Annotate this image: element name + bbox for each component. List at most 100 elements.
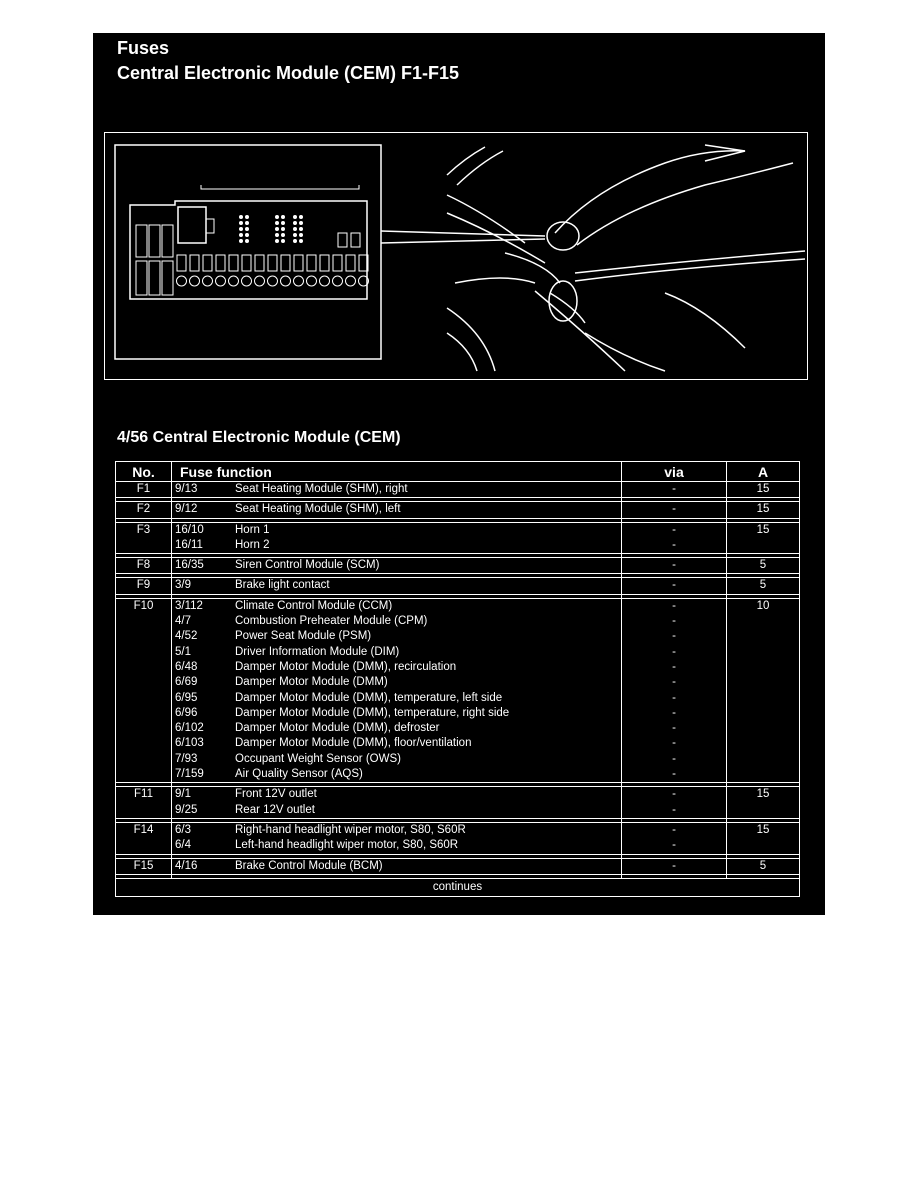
component-code: 6/4 [175, 839, 191, 852]
fuse-slot [228, 254, 239, 272]
fuse-number: F2 [115, 501, 172, 519]
via-value: - [672, 503, 676, 516]
header-function: Fuse function [171, 461, 622, 482]
via-cell: -- [621, 786, 727, 819]
fuse-label-marker [267, 275, 278, 287]
fuse-function-cell: 9/13 Seat Heating Module (SHM), right [171, 481, 622, 499]
via-value: - [672, 691, 676, 704]
connector-pin [281, 215, 285, 219]
amperage: 5 [726, 557, 800, 575]
connector-pin [245, 239, 249, 243]
header-amp: A [726, 461, 800, 482]
fuse-slot [176, 254, 187, 272]
component-code: 6/48 [175, 660, 198, 673]
connector-pin [281, 221, 285, 225]
fuse-slot [306, 254, 317, 272]
component-code: 9/12 [175, 503, 198, 516]
row-divider [115, 518, 800, 523]
component-code: 6/69 [175, 676, 198, 689]
connector-pin [299, 215, 303, 219]
component-name: Right-hand headlight wiper motor, S80, S… [235, 823, 466, 836]
fuse-slot [345, 254, 356, 272]
fuse-label-marker [293, 275, 304, 287]
function-line: 7/159 Air Quality Sensor (AQS) [172, 767, 621, 782]
component-name: Damper Motor Module (DMM) [235, 676, 388, 689]
relay-slot [337, 232, 348, 248]
connector-pin [293, 239, 297, 243]
connector-pin [293, 233, 297, 237]
connector-pin [299, 221, 303, 225]
via-value: - [672, 483, 676, 495]
connector-pin [299, 233, 303, 237]
component-name: Brake light contact [235, 579, 330, 592]
amperage: 5 [726, 577, 800, 595]
fuse-slot [215, 254, 226, 272]
via-cell: -- [621, 822, 727, 855]
component-code: 6/96 [175, 706, 198, 719]
connector-pin [275, 221, 279, 225]
component-code: 4/52 [175, 630, 198, 643]
via-value: - [672, 579, 676, 592]
component-name: Air Quality Sensor (AQS) [235, 768, 363, 781]
via-value: - [672, 645, 676, 658]
component-code: 9/13 [175, 483, 198, 495]
component-code: 6/3 [175, 823, 191, 836]
component-name: Climate Control Module (CCM) [235, 599, 393, 612]
component-code: 6/103 [175, 737, 204, 750]
component-code: 7/93 [175, 752, 198, 765]
component-code: 9/1 [175, 788, 191, 801]
connector-pin [245, 227, 249, 231]
document-panel: Fuses Central Electronic Module (CEM) F1… [93, 33, 825, 915]
component-code: 5/1 [175, 645, 191, 658]
table-header-row: No. Fuse function via A [115, 461, 800, 482]
component-name: Combustion Preheater Module (CPM) [235, 615, 428, 628]
connector-pin [281, 239, 285, 243]
component-name: Damper Motor Module (DMM), defroster [235, 722, 440, 735]
fuse-label-marker [215, 275, 226, 287]
connector-pin [239, 239, 243, 243]
fuse-slot [358, 254, 369, 272]
via-cell: - [621, 577, 727, 595]
row-divider [115, 818, 800, 823]
amperage: 15 [726, 522, 800, 555]
header-no: No. [115, 461, 172, 482]
fuse-function-cell: 6/3 Right-hand headlight wiper motor, S80… [171, 822, 622, 855]
function-line: 6/3 Right-hand headlight wiper motor, S80… [172, 823, 621, 838]
fuse-slot [319, 254, 330, 272]
connector-pin [281, 227, 285, 231]
fuse-label-marker [241, 275, 252, 287]
amperage: 15 [726, 481, 800, 499]
function-line: 9/13 Seat Heating Module (SHM), right [172, 482, 621, 497]
component-name: Rear 12V outlet [235, 803, 315, 816]
fuse-label-marker [319, 275, 330, 287]
fuse-slot [241, 254, 252, 272]
fuse-number: F14 [115, 822, 172, 855]
component-code: 7/159 [175, 768, 204, 781]
fuse-number: F3 [115, 522, 172, 555]
fuse-slot [293, 254, 304, 272]
component-name: Seat Heating Module (SHM), right [235, 483, 408, 495]
component-code: 16/10 [175, 523, 204, 536]
component-code: 16/11 [175, 538, 203, 551]
page-subtitle: Central Electronic Module (CEM) F1-F15 [117, 63, 460, 83]
